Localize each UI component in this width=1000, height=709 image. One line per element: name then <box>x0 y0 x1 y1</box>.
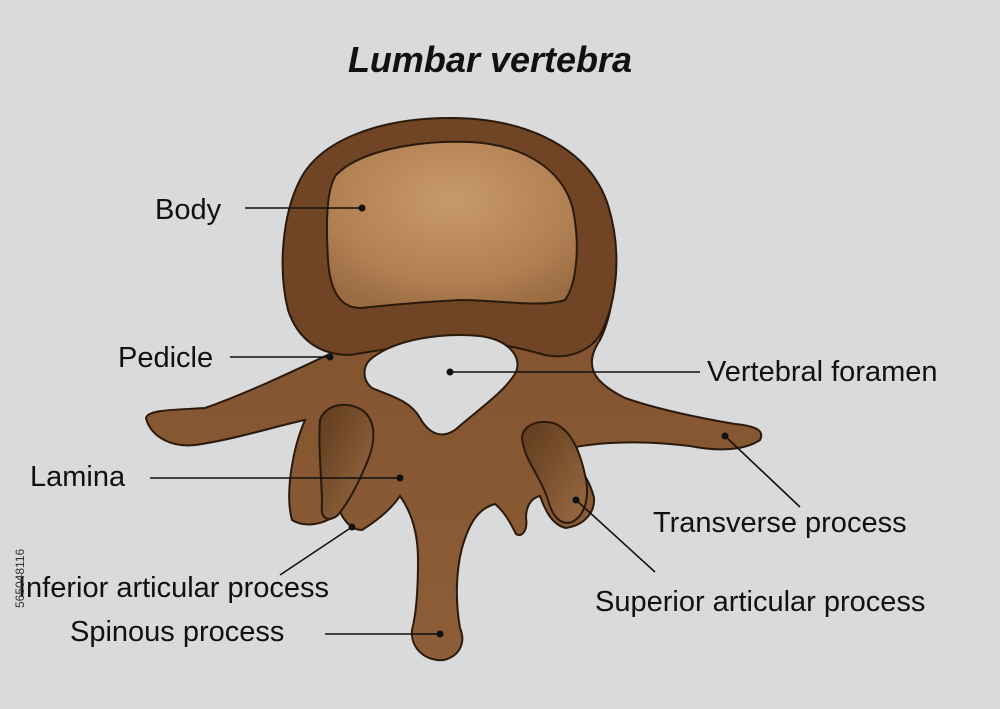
label-inferior-articular-process: Inferior articular process <box>18 572 329 604</box>
pedicle-dot <box>326 353 334 361</box>
leader-lines <box>150 204 801 638</box>
inferior-articular-facet <box>318 403 375 520</box>
label-vertebral-foramen: Vertebral foramen <box>707 356 938 388</box>
label-lamina: Lamina <box>30 461 126 493</box>
transverse-process-dot <box>721 432 729 440</box>
superior-articular-leader <box>575 499 656 573</box>
label-superior-articular-process: Superior articular process <box>595 586 925 618</box>
vertebral-foramen-shape <box>363 333 519 436</box>
inferior-articular-dot <box>348 523 356 531</box>
label-spinous-process: Spinous process <box>70 616 284 648</box>
inferior-articular-leader <box>279 526 353 576</box>
superior-articular-dot <box>572 496 580 504</box>
transverse-process-leader <box>724 435 801 508</box>
label-pedicle: Pedicle <box>118 342 213 374</box>
label-transverse-process: Transverse process <box>653 507 907 539</box>
superior-articular-facet <box>520 420 589 524</box>
diagram-title: Lumbar vertebra <box>348 39 632 80</box>
side-code: 565048116 <box>13 549 27 609</box>
vertebral-body-inner <box>325 140 578 310</box>
vertebral-foramen-dot <box>446 368 454 376</box>
lamina-dot <box>396 474 404 482</box>
body-dot <box>358 204 366 212</box>
spinous-process-dot <box>436 630 444 638</box>
label-body: Body <box>155 194 222 226</box>
vertebral-arch-shape <box>144 213 763 662</box>
